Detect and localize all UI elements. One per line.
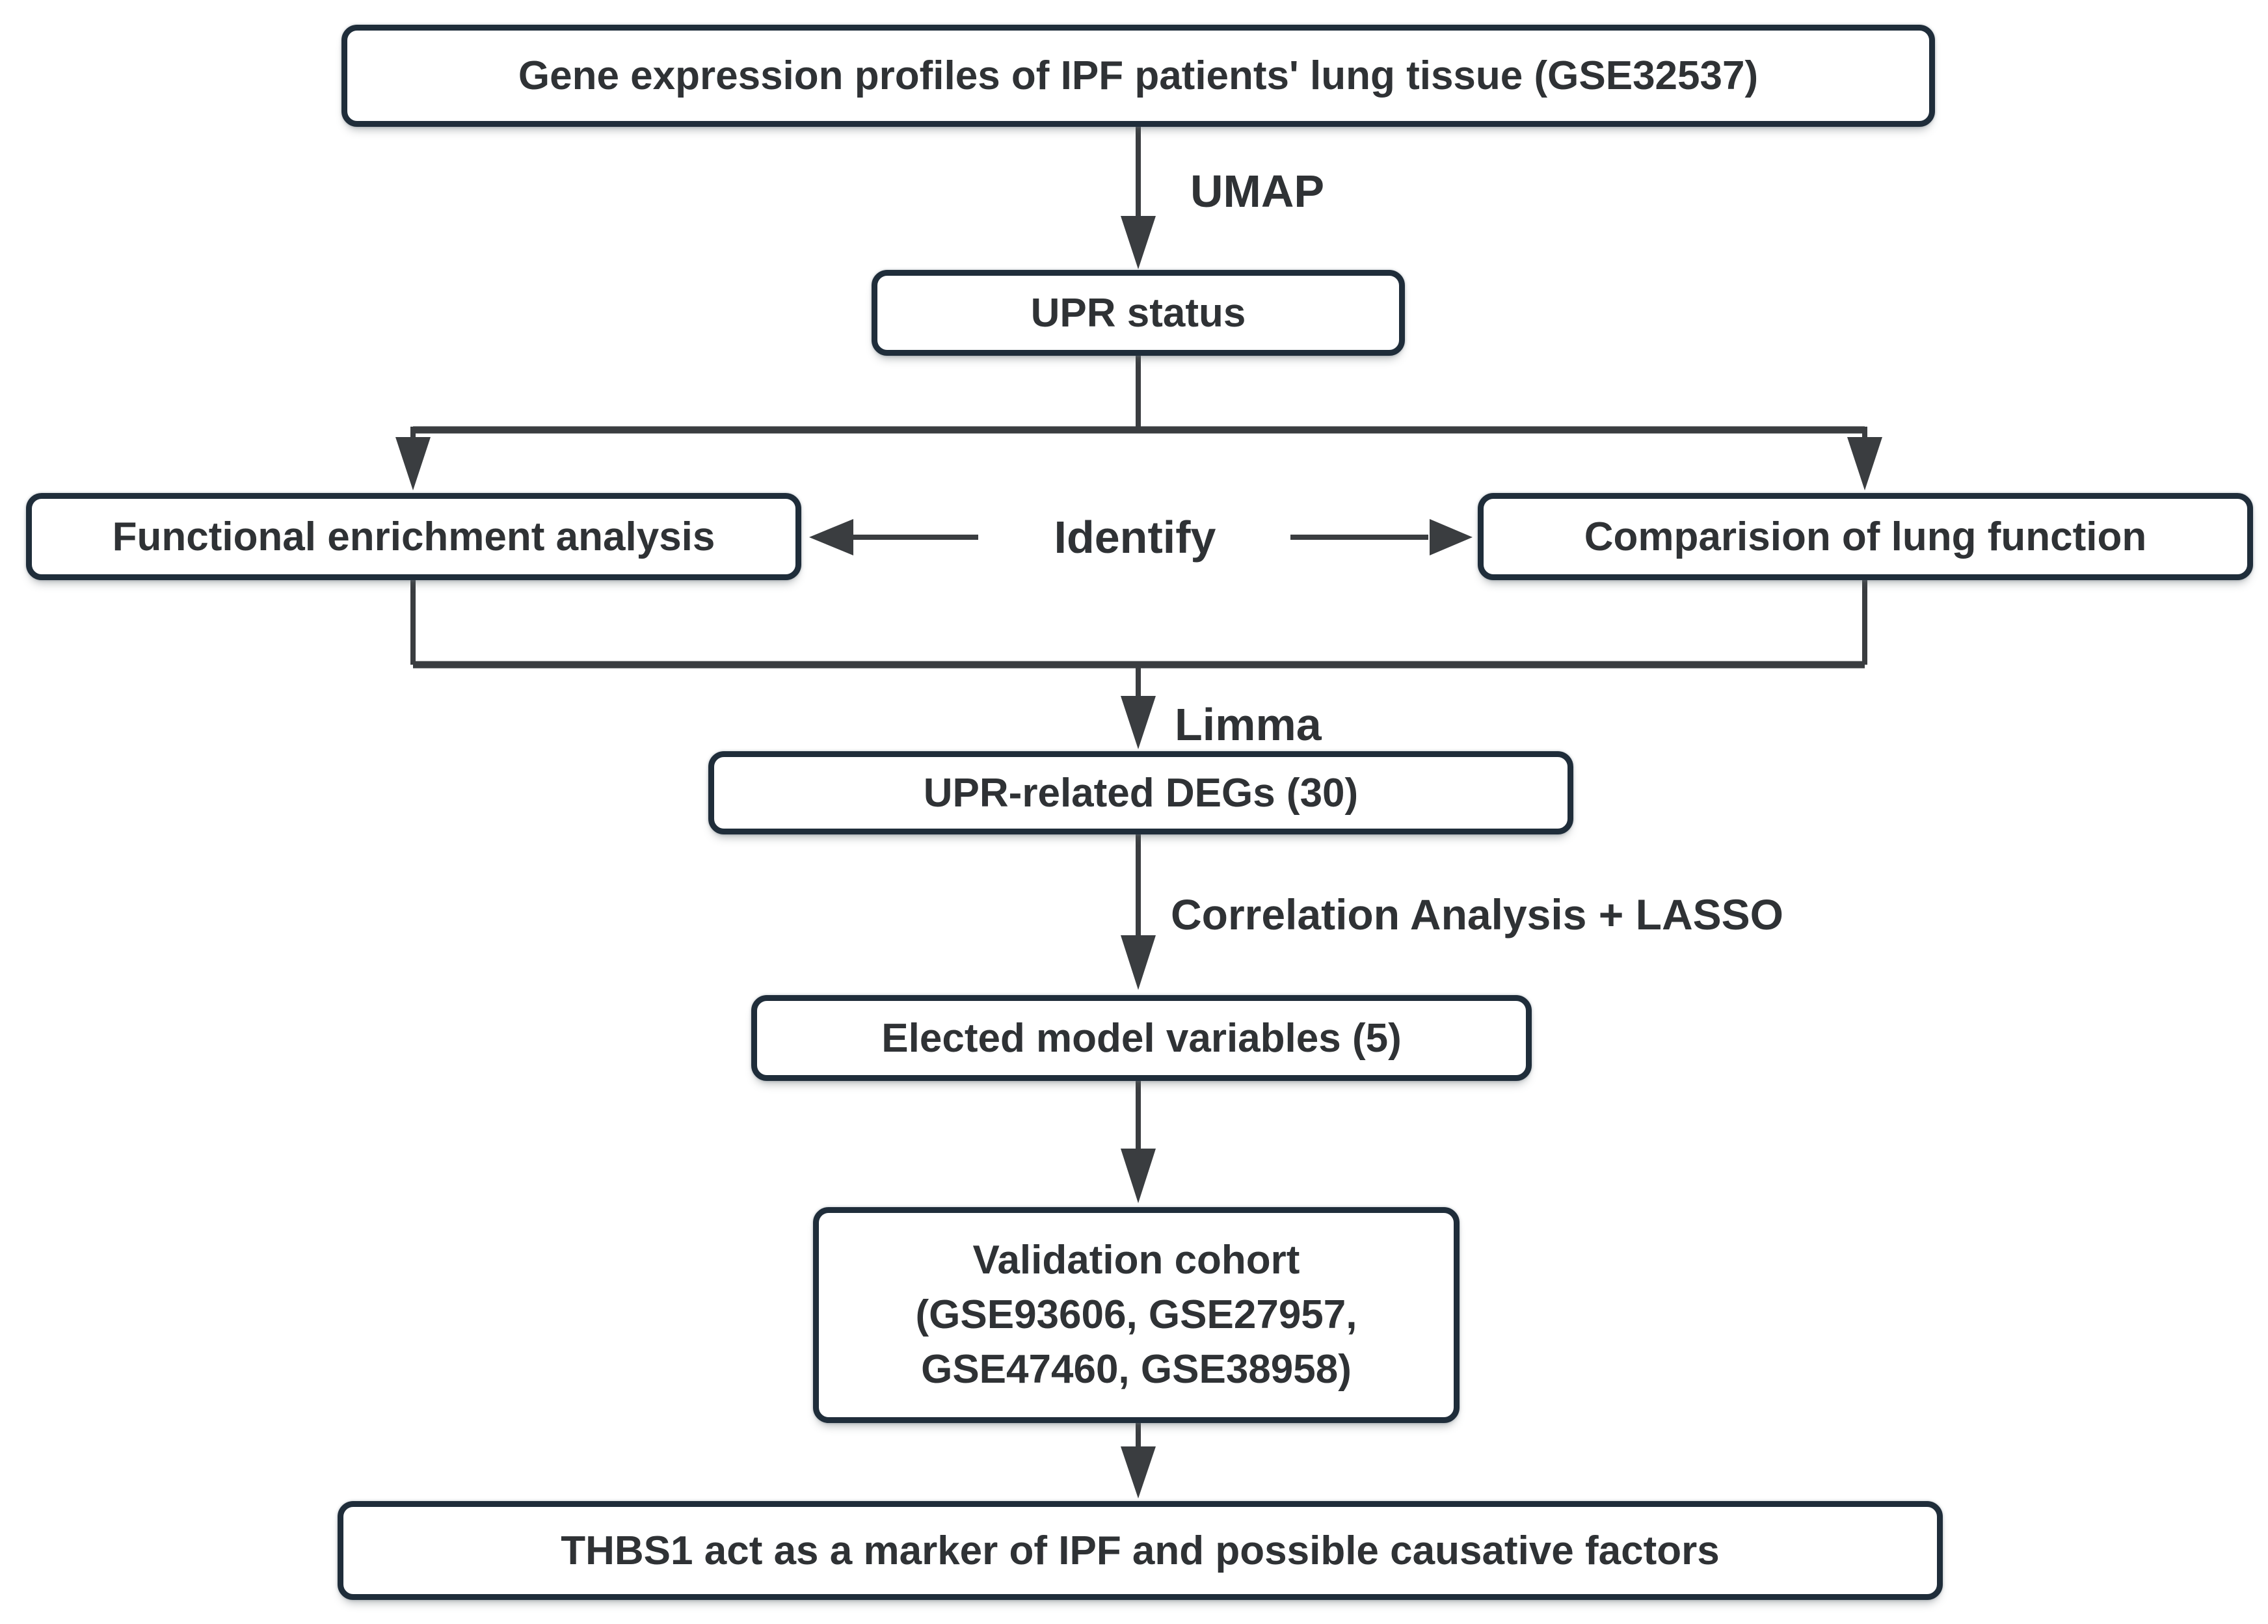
node-upr-related-degs: UPR-related DEGs (30) — [708, 751, 1573, 834]
validation-cohort-line1: Validation cohort — [972, 1238, 1300, 1283]
arrow-to-validation — [1121, 1081, 1156, 1203]
node-thbs1-conclusion: THBS1 act as a marker of IPF and possibl… — [338, 1501, 1943, 1600]
node-upr-related-degs-label: UPR-related DEGs (30) — [923, 770, 1359, 816]
node-thbs1-conclusion-label: THBS1 act as a marker of IPF and possibl… — [561, 1528, 1720, 1573]
node-elected-model-variables-label: Elected model variables (5) — [881, 1015, 1402, 1061]
arrow-identify-right — [1290, 519, 1473, 555]
merge-bus — [410, 580, 1867, 669]
node-gene-expression-label: Gene expression profiles of IPF patients… — [518, 53, 1759, 98]
node-validation-cohort: Validation cohort (GSE93606, GSE27957, G… — [813, 1207, 1460, 1423]
node-gene-expression: Gene expression profiles of IPF patients… — [341, 25, 1935, 127]
node-upr-status: UPR status — [872, 270, 1405, 356]
arrow-identify-left — [809, 519, 978, 555]
arrow-to-thbs1 — [1121, 1423, 1156, 1498]
node-upr-status-label: UPR status — [1030, 290, 1246, 336]
validation-cohort-line3: GSE47460, GSE38958) — [921, 1347, 1352, 1392]
split-bus — [395, 356, 1882, 490]
edge-label-limma: Limma — [1175, 699, 1322, 750]
node-validation-cohort-label: Validation cohort (GSE93606, GSE27957, G… — [915, 1233, 1357, 1397]
edge-label-identify: Identify — [1054, 512, 1216, 563]
edge-label-correlation-lasso: Correlation Analysis + LASSO — [1171, 890, 1783, 938]
arrow-limma — [1121, 665, 1156, 749]
node-functional-enrichment: Functional enrichment analysis — [26, 493, 801, 580]
node-functional-enrichment-label: Functional enrichment analysis — [112, 514, 715, 559]
node-comparision-lung-function-label: Comparision of lung function — [1584, 514, 2147, 559]
validation-cohort-line2: (GSE93606, GSE27957, — [915, 1292, 1357, 1337]
arrow-correlation-lasso — [1121, 834, 1156, 990]
node-comparision-lung-function: Comparision of lung function — [1478, 493, 2253, 580]
arrow-umap — [1121, 127, 1156, 269]
node-elected-model-variables: Elected model variables (5) — [751, 995, 1532, 1081]
edge-label-umap: UMAP — [1190, 166, 1325, 217]
